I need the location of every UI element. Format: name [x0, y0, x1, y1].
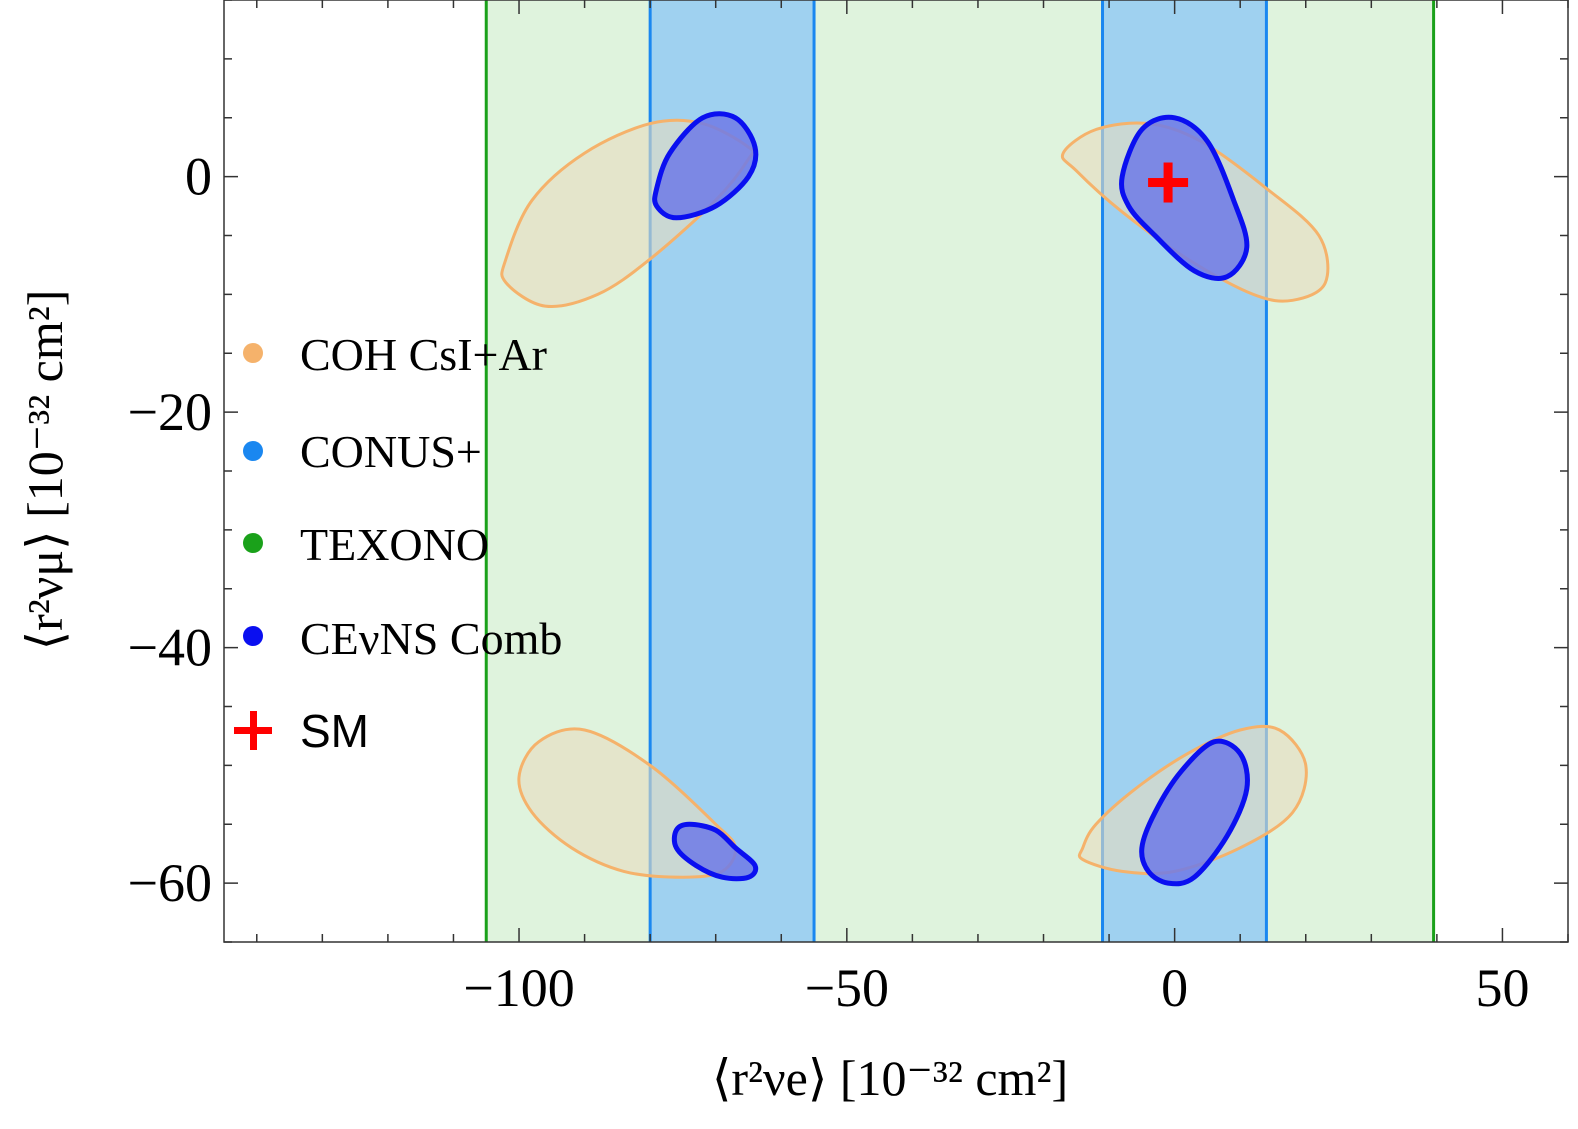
- x-tick-label: −50: [805, 958, 889, 1018]
- legend-marker-sm: [234, 711, 272, 750]
- legend-label-coh: COH CsI+Ar: [300, 329, 547, 380]
- y-tick-label: −20: [128, 382, 212, 442]
- legend-marker-texono: [243, 533, 263, 553]
- legend-label-texono: TEXONO: [300, 519, 489, 570]
- legend-label-sm: SM: [300, 705, 369, 757]
- y-tick-label: −40: [128, 618, 212, 678]
- tick-layer: −100 −50 0 50 0 −20 −40 −60: [128, 0, 1569, 1018]
- x-tick-label: 0: [1161, 958, 1188, 1018]
- ce-ns-comb-region-3: [1139, 738, 1250, 887]
- y-axis-title: ⟨r²νμ⟩ [10⁻³² cm²]: [17, 290, 73, 651]
- point-layer: [1148, 162, 1189, 203]
- legend: COH CsI+Ar CONUS+ TEXONO CEνNS Comb SM: [234, 329, 562, 757]
- ce-ns-comb-region-2: [671, 821, 759, 882]
- y-tick-label: 0: [185, 147, 212, 207]
- ce-ns-comb-region-1: [1119, 114, 1250, 281]
- x-axis-title: ⟨r²νe⟩ [10⁻³² cm²]: [712, 1050, 1068, 1106]
- y-tick-label: −60: [128, 853, 212, 913]
- ce-ns-comb-region-0: [652, 111, 759, 221]
- legend-marker-cevns: [243, 626, 263, 646]
- sm-point: [1148, 162, 1189, 203]
- legend-label-cevns: CEνNS Comb: [300, 613, 562, 664]
- region-layer: [500, 111, 1330, 887]
- x-tick-label: −100: [463, 958, 574, 1018]
- x-tick-label: 50: [1475, 958, 1529, 1018]
- legend-label-conus: CONUS+: [300, 426, 482, 477]
- legend-marker-conus: [243, 441, 263, 461]
- legend-marker-coh: [243, 343, 263, 363]
